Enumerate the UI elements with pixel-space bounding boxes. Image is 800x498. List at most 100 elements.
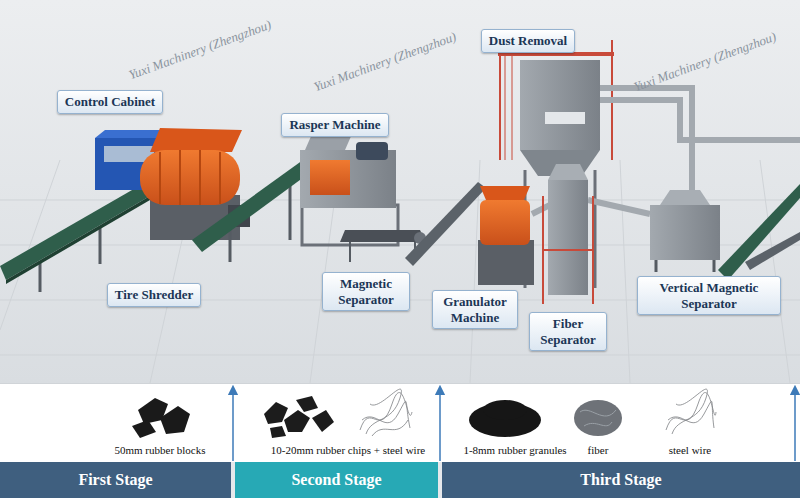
rasper-machine	[310, 160, 350, 195]
tire-shredder	[140, 150, 240, 205]
node-text: Magnetic Separator	[330, 276, 402, 307]
fiber-pile	[574, 400, 622, 436]
product-strip	[0, 383, 800, 462]
dust-collector	[498, 52, 614, 56]
magnetic-separator	[349, 242, 351, 262]
rubber-blocks	[160, 406, 190, 434]
fiber-separator	[548, 164, 588, 180]
magnetic-separator	[340, 230, 426, 242]
floor-grid	[0, 160, 800, 383]
stage-band: Third Stage	[442, 462, 800, 498]
vertical-magnetic-separator	[655, 258, 658, 272]
rubber-chips	[270, 426, 286, 438]
steel-wire-pile	[672, 389, 707, 434]
dust-collector	[505, 56, 506, 160]
rubber-granules	[483, 400, 527, 420]
node-text: Fiber Separator	[537, 316, 599, 347]
rubber-granules	[469, 400, 541, 437]
stage-band: Second Stage	[235, 462, 438, 498]
callout-label: Tire Shredder	[107, 283, 201, 307]
stage-arrows	[794, 390, 796, 461]
tire-shredder	[219, 152, 221, 204]
output-conveyors	[718, 184, 800, 280]
stage-band: First Stage	[0, 462, 231, 498]
floor-grid	[0, 355, 800, 356]
fiber-separator	[548, 180, 588, 295]
node-text: Rasper Machine	[289, 117, 380, 133]
fiber-separator	[543, 249, 593, 251]
fiber-separator	[543, 164, 593, 304]
node-text: Control Cabinet	[65, 94, 155, 110]
callout-label: Magnetic Separator	[322, 272, 410, 311]
watermark: Yuxi Machinery (Zhengzhou)	[632, 29, 779, 95]
vertical-magnetic-separator	[650, 190, 720, 272]
granulator	[480, 200, 530, 245]
stage-arrows	[232, 390, 234, 461]
tire-shredder	[199, 150, 201, 205]
node-text: Tire Shredder	[115, 287, 193, 303]
floor	[0, 0, 800, 383]
rubber-blocks	[132, 398, 190, 438]
dust-collector	[545, 112, 585, 124]
callout-label: Control Cabinet	[57, 90, 163, 114]
steel-wire-pile	[360, 389, 412, 436]
granulator	[478, 240, 534, 285]
callout-label: Dust Removal	[481, 29, 575, 53]
watermark: Yuxi Machinery (Zhengzhou)	[312, 29, 459, 95]
callout-label: Fiber Separator	[529, 312, 607, 351]
callout-label: Vertical Magnetic Separator	[637, 276, 781, 315]
granulator	[478, 186, 534, 285]
watermark: Yuxi Machinery (Zhengzhou)	[127, 17, 274, 83]
pipes	[588, 200, 650, 214]
callout-label: Rasper Machine	[281, 113, 388, 137]
output-conveyors	[718, 184, 800, 280]
callout-label: Granulator Machine	[432, 290, 518, 329]
steel-wire-pile	[360, 393, 412, 430]
rubber-chips	[264, 396, 334, 438]
product-label: steel wire	[669, 444, 711, 456]
granulator	[480, 186, 530, 200]
stage-arrows	[233, 390, 795, 461]
product-label: 50mm rubber blocks	[114, 444, 205, 456]
node-text: Granulator Machine	[440, 294, 510, 325]
floor-grid	[760, 160, 790, 383]
steel-wire-pile	[372, 420, 408, 436]
steel-wire-pile	[362, 401, 410, 428]
floor-grid	[620, 160, 630, 383]
product-label: 1-8mm rubber granules	[463, 444, 566, 456]
fiber-pile	[574, 400, 622, 436]
stage-arrows	[439, 390, 441, 461]
tire-shredder	[179, 150, 181, 205]
product-label: 10-20mm rubber chips + steel wire	[271, 444, 425, 456]
rubber-chips	[296, 396, 318, 412]
screw-conveyor	[405, 182, 486, 266]
tire-shredder	[150, 128, 242, 152]
vertical-magnetic-separator	[713, 258, 716, 272]
dust-collector	[512, 56, 513, 160]
node-text: Dust Removal	[489, 33, 567, 49]
rasper-machine	[300, 134, 398, 245]
rubber-chips	[284, 410, 310, 432]
fiber-pile	[580, 410, 616, 426]
node-text: Vertical Magnetic Separator	[645, 280, 773, 311]
node-text: First Stage	[78, 471, 152, 489]
vertical-magnetic-separator	[650, 205, 720, 260]
pipes	[600, 88, 692, 190]
node-text: Third Stage	[580, 471, 661, 489]
rasper-machine	[356, 142, 388, 160]
dust-collector	[520, 60, 600, 150]
steel-wire-pile	[668, 401, 714, 428]
vertical-magnetic-separator	[660, 190, 710, 205]
steel-wire-pile	[666, 389, 716, 434]
pipes	[600, 100, 800, 140]
output-conveyors	[745, 232, 800, 270]
steel-wire-pile	[366, 389, 401, 434]
rubber-blocks	[132, 420, 156, 438]
node-text: Second Stage	[291, 471, 381, 489]
tire-shredder	[159, 152, 161, 204]
steel-wire-pile	[666, 393, 716, 430]
dust-collector	[499, 40, 501, 160]
product-label: fiber	[588, 444, 609, 456]
feed-conveyor	[39, 262, 42, 292]
